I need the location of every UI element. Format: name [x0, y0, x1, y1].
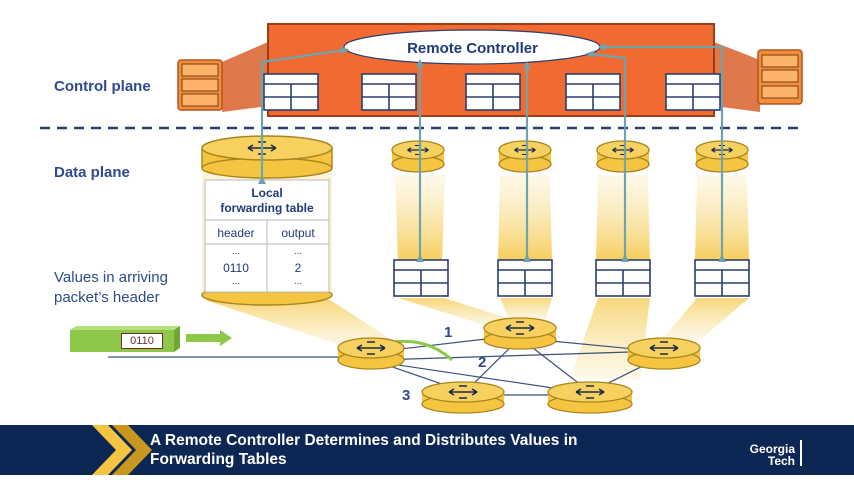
arrow-local — [258, 46, 349, 184]
controller-table-5 — [665, 73, 721, 111]
ellipsis-top-left: ... — [231, 246, 241, 257]
port-3-label: 3 — [402, 387, 411, 404]
net-switch-e — [547, 381, 633, 414]
net-switch-b — [483, 317, 557, 350]
server-left-icon — [177, 42, 268, 112]
port-1-label: 1 — [444, 324, 453, 341]
ellipsis-bottom-right: ... — [293, 276, 303, 287]
data-plane-label: Data plane — [54, 164, 130, 181]
row-output-value: 2 — [294, 261, 302, 275]
georgia-tech-logo: Georgia Tech — [749, 442, 795, 468]
col-header-label: header — [217, 226, 255, 240]
ellipsis-top-right: ... — [293, 246, 303, 257]
footer-title: A Remote Controller Determines and Distr… — [150, 432, 578, 468]
data-table-1 — [393, 259, 449, 297]
server-right-icon — [714, 42, 803, 112]
net-switch-a — [337, 337, 405, 370]
footer-chevrons — [92, 425, 152, 475]
net-switch-d — [421, 381, 505, 414]
packet-header-label: Values in arriving packet’s header — [54, 269, 168, 306]
controller-table-3 — [465, 73, 521, 111]
ellipsis-bottom-left: ... — [231, 276, 241, 287]
data-table-3 — [595, 259, 651, 297]
packet-header-value: 0110 — [121, 333, 163, 349]
packet-arrow — [186, 330, 232, 346]
switch-3 — [596, 140, 650, 173]
local-table-title: Local forwarding table — [220, 186, 314, 215]
controller-title: Remote Controller — [407, 40, 538, 57]
logo-divider — [800, 440, 802, 466]
beam-local — [205, 300, 400, 350]
beam-down-2 — [500, 298, 552, 322]
controller-table-1 — [263, 73, 319, 111]
net-switch-c — [627, 337, 701, 370]
beam-down-4 — [660, 298, 749, 342]
control-plane-label: Control plane — [54, 78, 151, 95]
controller-table-2 — [361, 73, 417, 111]
port-2-label: 2 — [478, 354, 487, 371]
arrow-switch-4 — [598, 43, 726, 262]
row-header-value: 0110 — [223, 261, 249, 275]
controller-table-4 — [565, 73, 621, 111]
beam-3 — [596, 175, 650, 260]
data-table-2 — [497, 259, 553, 297]
switch-2 — [498, 140, 552, 173]
local-table-grid — [204, 179, 330, 293]
col-output-label: output — [281, 226, 315, 240]
data-table-4 — [694, 259, 750, 297]
switch-1 — [391, 140, 445, 173]
beam-2 — [498, 175, 552, 260]
